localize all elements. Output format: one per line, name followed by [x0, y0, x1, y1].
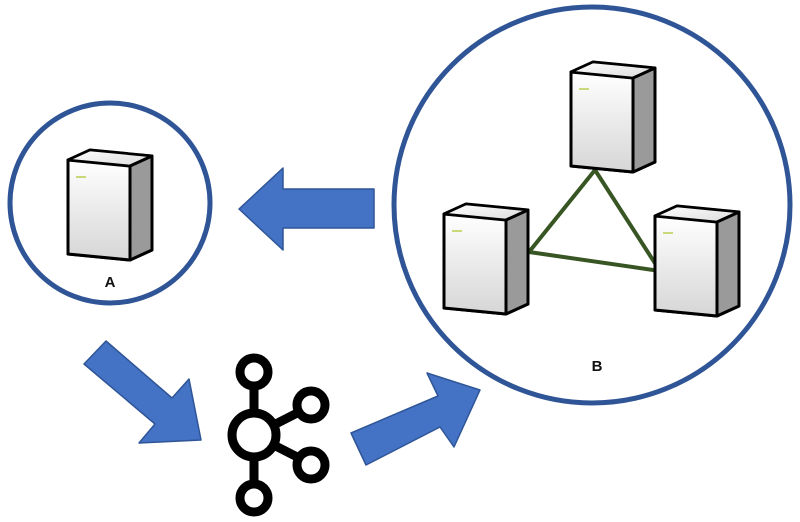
node-a-boundary: [7, 100, 213, 306]
link-left-right: [528, 250, 661, 273]
server-tower-icon: [569, 60, 657, 174]
arrow-a-to-hub: [83, 340, 202, 444]
arrow-b-to-a: [238, 167, 375, 251]
node-b-boundary: [391, 4, 793, 406]
server-tower-icon: [442, 202, 530, 316]
node-b-label: B: [592, 358, 603, 375]
arrow-hub-to-b: [350, 372, 481, 466]
kafka-hub-icon: [227, 353, 330, 517]
server-tower-icon: [653, 204, 741, 318]
cluster-links: [527, 168, 662, 273]
link-top-left: [527, 168, 597, 254]
node-a-label: A: [105, 274, 116, 291]
server-tower-icon: [66, 148, 154, 262]
link-top-right: [593, 168, 662, 273]
